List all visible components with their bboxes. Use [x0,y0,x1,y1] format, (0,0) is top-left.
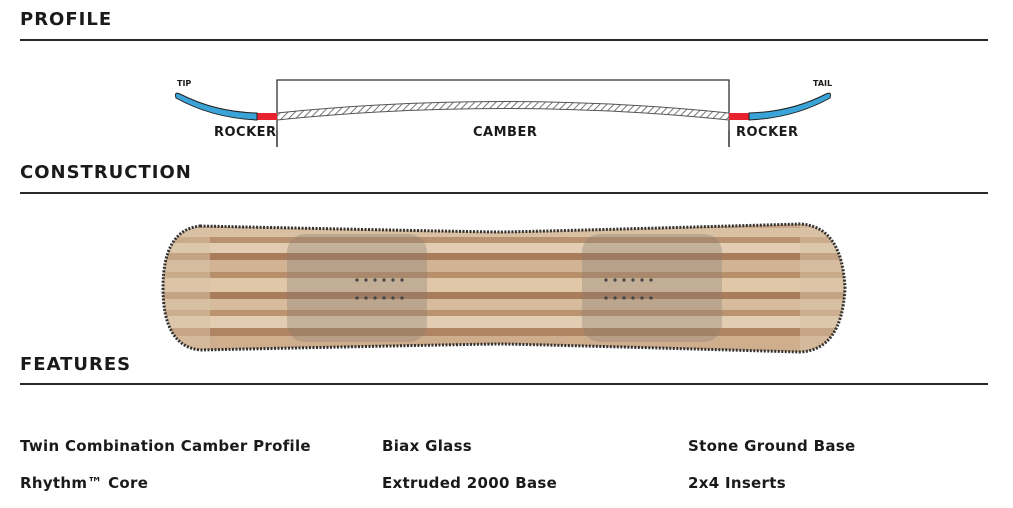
feature-inserts: 2x4 Inserts [688,474,786,492]
tail-label: TAIL [813,79,833,88]
transition-left [257,113,277,120]
rear-inserts [604,278,653,300]
board-sidewall [161,222,847,354]
feature-base: Extruded 2000 Base [382,474,558,492]
construction-divider [20,192,988,194]
profile-divider [20,39,988,41]
rear-binding-zone [582,234,722,342]
rocker-right-label: ROCKER [736,125,799,140]
tip-rocker [175,92,258,121]
feature-camber-profile: Twin Combination Camber Profile [20,437,311,455]
features-heading: FEATURES [20,354,132,375]
feature-stone-ground: Stone Ground Base [688,437,856,455]
board-construction-diagram [161,222,847,354]
features-divider [20,383,988,385]
transition-right [729,113,749,120]
construction-heading: CONSTRUCTION [20,162,192,183]
profile-heading: PROFILE [20,9,113,30]
tip-label: TIP [177,79,192,88]
camber-label: CAMBER [473,125,538,140]
front-binding-zone [287,234,427,342]
camber-section [276,101,730,121]
tail-rocker [748,92,831,121]
rocker-left-label: ROCKER [214,125,277,140]
front-inserts [355,278,404,300]
profile-diagram [175,79,831,147]
feature-core: Rhythm™ Core [20,474,149,492]
feature-glass: Biax Glass [382,437,473,455]
